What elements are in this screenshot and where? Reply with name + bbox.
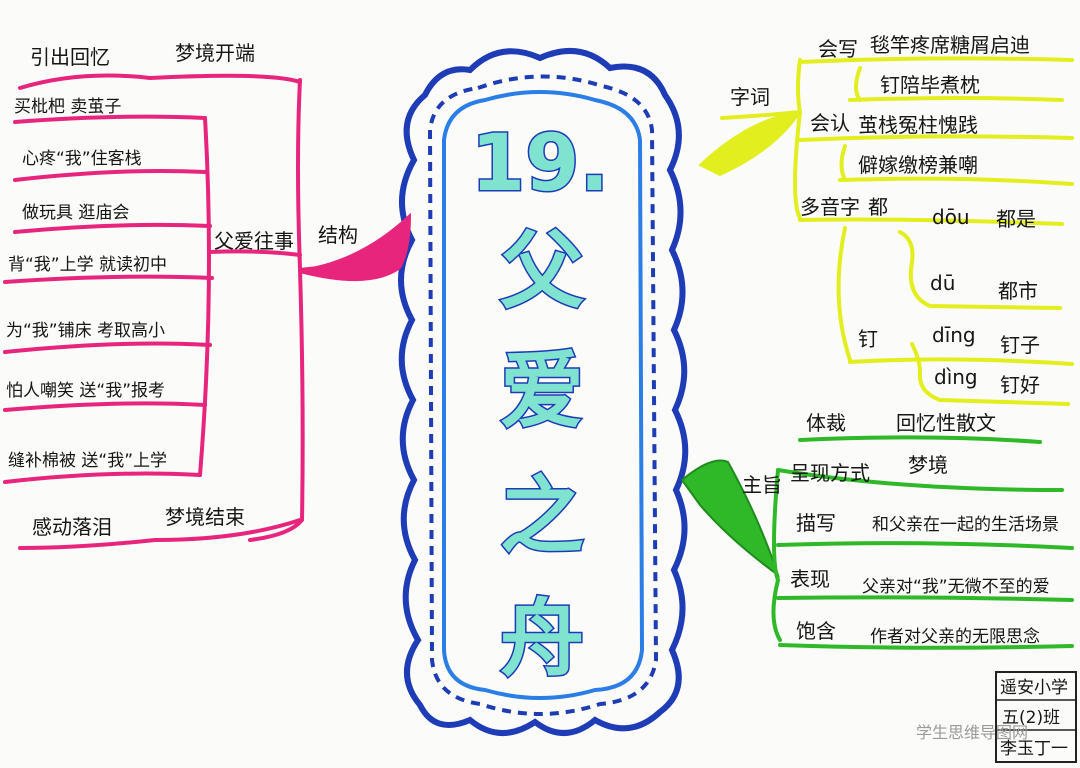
- story-line-3: [13, 222, 212, 234]
- describe-value: 和父亲在一起的生活场景: [872, 515, 1059, 535]
- dream-end-label: 梦境结束: [165, 505, 245, 529]
- poly-du-1-word: 都是: [996, 207, 1036, 231]
- dream-end-line: [18, 518, 302, 550]
- story-line-7: [3, 471, 202, 484]
- story-item-3: 做玩具 逛庙会: [22, 203, 129, 223]
- recognize-line1: 茧栈冤柱愧践: [858, 113, 978, 137]
- title-char-4: 舟: [500, 590, 584, 688]
- right-top-branch: [698, 56, 1074, 406]
- poly-ding-2-word: 钉好: [1000, 373, 1040, 397]
- dream-start-child: 引出回忆: [30, 45, 110, 69]
- write-sub: [854, 66, 862, 102]
- story-connector: [208, 249, 302, 257]
- dream-start-line: [148, 73, 302, 84]
- right-top-underline: [720, 110, 802, 120]
- write-line1: 毯竿疼席糖屑启迪: [870, 33, 1030, 57]
- right-top-leaf: [698, 110, 803, 177]
- signature-class: 五(2)班: [1002, 708, 1060, 728]
- story-item-7: 缝补棉被 送“我”上学: [8, 451, 167, 471]
- express-label: 表现: [790, 567, 830, 591]
- story-line-2: [13, 169, 207, 182]
- story-item-4: 背“我”上学 就读初中: [8, 255, 167, 275]
- poly-ding-2-pinyin: dìng: [934, 365, 978, 389]
- contain-value: 作者对父亲的无限思念: [870, 626, 1040, 647]
- form-line: [776, 468, 1064, 492]
- left-branch-leaf: [299, 212, 412, 282]
- right-top-trunk: [793, 58, 803, 220]
- poly-line: [798, 217, 1064, 226]
- genre-value: 回忆性散文: [896, 411, 996, 435]
- title-char-3: 之: [500, 467, 584, 565]
- signature-frame: [995, 671, 1077, 763]
- poly-du-branch: [898, 230, 1062, 310]
- genre-line: [798, 435, 1042, 444]
- poly-sub: [836, 226, 852, 362]
- trunk: [248, 78, 305, 542]
- right-top-branch-label: 字词: [730, 85, 770, 109]
- story-line-1: [13, 114, 207, 124]
- poly-ding-top: [848, 357, 1074, 366]
- poly-char-2: 钉: [858, 327, 878, 351]
- poly-du-2-word: 都市: [998, 279, 1038, 303]
- right-bottom-trunk: [771, 468, 782, 642]
- poly-ding-branch: [910, 342, 1070, 406]
- story-item-2: 心疼“我”住客栈: [22, 149, 142, 169]
- left-branch: [3, 73, 412, 550]
- story-label: 父爱往事: [214, 229, 294, 253]
- left-branch-label: 结构: [318, 223, 358, 247]
- title-char-1: 父: [500, 222, 584, 320]
- right-bottom-leaf: [680, 459, 780, 578]
- dream-start-child-line: [18, 73, 152, 90]
- poly-ding-1-word: 钉子: [1000, 333, 1040, 357]
- describe-line: [776, 541, 1074, 550]
- story-item-5: 为“我”铺床 考取高小: [6, 321, 165, 341]
- frame-dashed-ring: [427, 74, 659, 716]
- describe-label: 描写: [796, 511, 836, 535]
- right-bottom-branch: [680, 435, 1074, 650]
- title-char-2: 爱: [500, 342, 584, 440]
- story-line-4: [3, 274, 214, 284]
- poly-du-1-pinyin: dōu: [932, 205, 970, 229]
- express-value: 父亲对“我”无微不至的爱: [862, 577, 1050, 597]
- dream-end-child: 感动落泪: [32, 515, 112, 539]
- signature-name: 李玉丁一: [1000, 739, 1068, 759]
- recognize-sub: [839, 144, 847, 182]
- write-line-1: [798, 56, 1074, 64]
- dream-start-label: 梦境开端: [175, 41, 255, 65]
- poly-du-2-pinyin: dū: [930, 271, 955, 295]
- center-title-frame: [398, 48, 689, 736]
- genre-label: 体裁: [806, 411, 846, 435]
- story-item-6: 怕人嘲笑 送“我”报考: [6, 381, 165, 401]
- left-branch-underline: [298, 265, 362, 272]
- title-number: 19.: [471, 119, 609, 209]
- frame-outer-wave: [398, 48, 689, 736]
- story-trunk: [198, 116, 211, 477]
- write-label: 会写: [818, 37, 858, 61]
- signature-box: 遥安小学 五(2)班 李玉丁一: [995, 671, 1077, 763]
- right-bottom-branch-label: 主旨: [742, 473, 782, 497]
- watermark-text: 学生思维导图网: [916, 723, 1028, 742]
- write-line2: 钉陪毕煮枕: [880, 73, 980, 97]
- recognize-line-2: [838, 176, 1074, 186]
- recognize-line2: 僻嫁缴榜兼嘲: [858, 153, 978, 177]
- recognize-line-1: [798, 134, 1074, 142]
- express-line: [776, 595, 1074, 602]
- recognize-label: 会认: [810, 111, 850, 135]
- contain-line: [778, 643, 1074, 650]
- story-line-6: [3, 401, 207, 412]
- signature-school: 遥安小学: [1000, 678, 1068, 698]
- contain-label: 饱含: [796, 619, 836, 643]
- poly-ding-1-pinyin: dīng: [932, 323, 976, 347]
- form-value: 梦境: [908, 453, 948, 477]
- story-item-1: 买枇杷 卖茧子: [14, 97, 121, 117]
- form-label: 呈现方式: [790, 461, 870, 485]
- write-line-2: [848, 96, 1064, 102]
- story-line-5: [3, 341, 212, 354]
- poly-label: 多音字: [800, 195, 860, 219]
- poly-char-1: 都: [868, 195, 888, 219]
- frame-inner-ring: [442, 90, 645, 700]
